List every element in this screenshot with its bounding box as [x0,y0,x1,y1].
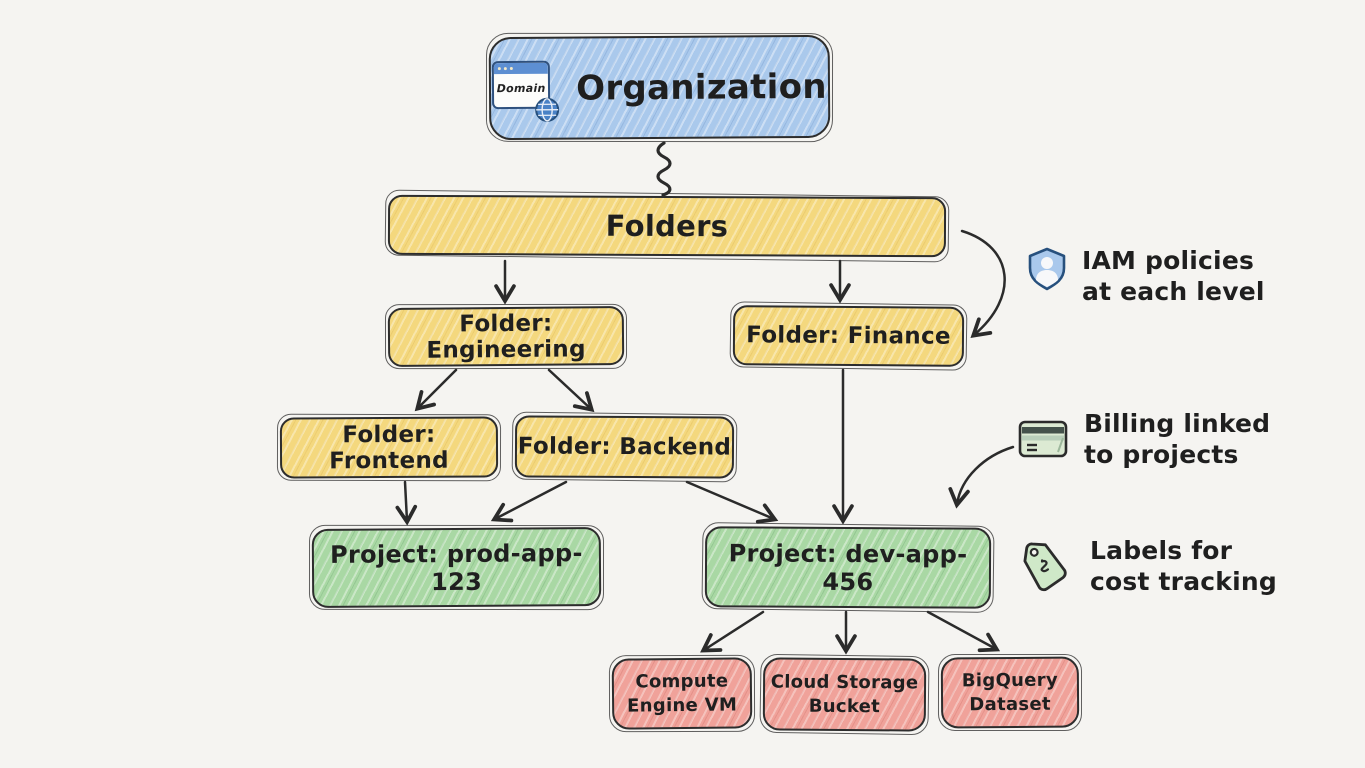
edge-frontend-prod [395,480,418,526]
node-compute-engine-vm: Compute Engine VM [611,657,753,730]
bigquery-label-line1: BigQuery [961,670,1059,692]
edge-folders-finance-curved [960,229,1006,338]
edge-engineering-frontend [414,368,458,412]
node-cloud-storage-bucket: Cloud Storage Bucket [762,657,927,732]
cloud-storage-label-line2: Bucket [808,695,881,717]
iam-annotation-line1: IAM policies [1082,246,1255,275]
domain-icon-label: Domain [496,81,546,95]
organization-label: Organization [576,66,827,109]
cloud-storage-label-line1: Cloud Storage [770,671,919,694]
credit-card-icon [1018,420,1068,458]
annotation-billing: Billing linked to projects [1018,409,1270,470]
edge-backend-prod [490,480,568,523]
node-folder-frontend: Folder: Frontend [279,416,499,479]
globe-icon [535,97,560,122]
browser-titlebar [494,62,549,74]
folders-label: Folders [605,208,729,244]
edge-dev-computevm [700,610,765,653]
node-folder-engineering: Folder: Engineering [387,305,625,368]
bigquery-label-line2: Dataset [969,693,1051,715]
edge-billing-dev [948,445,1015,509]
billing-annotation-line2: to projects [1084,439,1239,469]
folder-backend-label: Folder: Backend [517,433,732,461]
labels-annotation-line2: cost tracking [1090,566,1277,596]
node-folder-backend: Folder: Backend [514,415,735,479]
labels-annotation-line1: Labels for [1090,536,1233,565]
node-project-prod: Project: prod-app-123 [311,526,602,609]
edge-dev-bigquery [926,610,1001,653]
node-organization: Domain Organization [488,34,831,141]
edge-backend-dev [685,480,779,524]
node-folders: Folders [387,194,947,258]
price-tag-icon [1023,542,1067,592]
domain-browser-icon: Domain [491,60,560,122]
folder-finance-label: Folder: Finance [746,322,951,350]
node-folder-finance: Folder: Finance [732,305,965,367]
iam-annotation-line2: at each level [1082,276,1265,306]
folder-frontend-label: Folder: Frontend [329,421,449,474]
project-prod-label: Project: prod-app-123 [329,538,583,596]
annotation-iam: IAM policies at each level [1026,246,1265,307]
compute-vm-label-line2: Engine VM [627,693,738,717]
compute-vm-label-line1: Compute [635,670,729,693]
folder-engineering-label: Folder: Engineering [426,310,586,364]
node-bigquery-dataset: BigQuery Dataset [940,656,1080,729]
billing-annotation-line1: Billing linked [1084,409,1271,438]
annotation-labels: Labels for cost tracking [1014,536,1277,600]
edge-engineering-backend [547,368,595,413]
edge-organization-folders [656,141,672,197]
shield-user-icon [1028,247,1066,291]
project-dev-label: Project: dev-app-456 [728,538,968,596]
node-project-dev: Project: dev-app-456 [704,526,992,609]
